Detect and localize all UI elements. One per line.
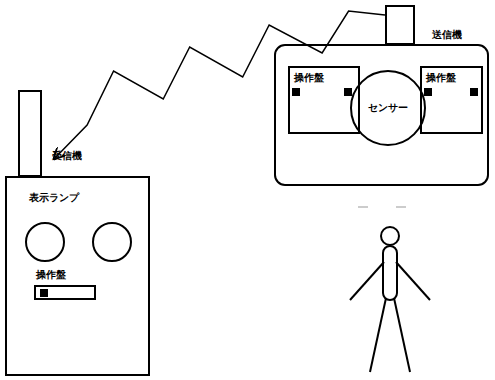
sense-mark	[358, 207, 368, 208]
button	[40, 289, 48, 297]
control-panel: 操作盤	[420, 66, 483, 134]
control-panel: 操作盤	[288, 66, 360, 134]
button	[424, 88, 432, 96]
person-leg	[394, 298, 410, 372]
receiver-body: 表示ランプ操作盤	[5, 176, 150, 376]
sensor-circle: センサー	[350, 70, 426, 146]
person-arm	[396, 262, 430, 300]
person	[350, 227, 430, 372]
control-panel: 操作盤	[34, 285, 96, 300]
button	[344, 88, 352, 96]
person-body	[383, 246, 397, 300]
lamp	[93, 223, 131, 261]
transmitter-antenna: 送信機	[385, 5, 415, 45]
node-label: 操作盤	[426, 72, 456, 84]
lamp	[26, 223, 64, 261]
person-leg	[370, 298, 386, 372]
radio-signal	[54, 11, 385, 159]
sense-mark	[396, 207, 406, 208]
node-label: 受信機	[52, 150, 82, 162]
button	[292, 88, 300, 96]
node-label: センサー	[368, 102, 408, 114]
node-label: 送信機	[432, 29, 462, 41]
person-arm	[350, 262, 384, 300]
person-head	[381, 227, 399, 245]
receiver-antenna: 受信機	[18, 90, 42, 177]
button	[470, 88, 478, 96]
node-label: 表示ランプ	[29, 192, 79, 204]
node-label: 操作盤	[36, 269, 66, 281]
transmitter-body	[275, 45, 488, 185]
node-label: 操作盤	[294, 72, 324, 84]
